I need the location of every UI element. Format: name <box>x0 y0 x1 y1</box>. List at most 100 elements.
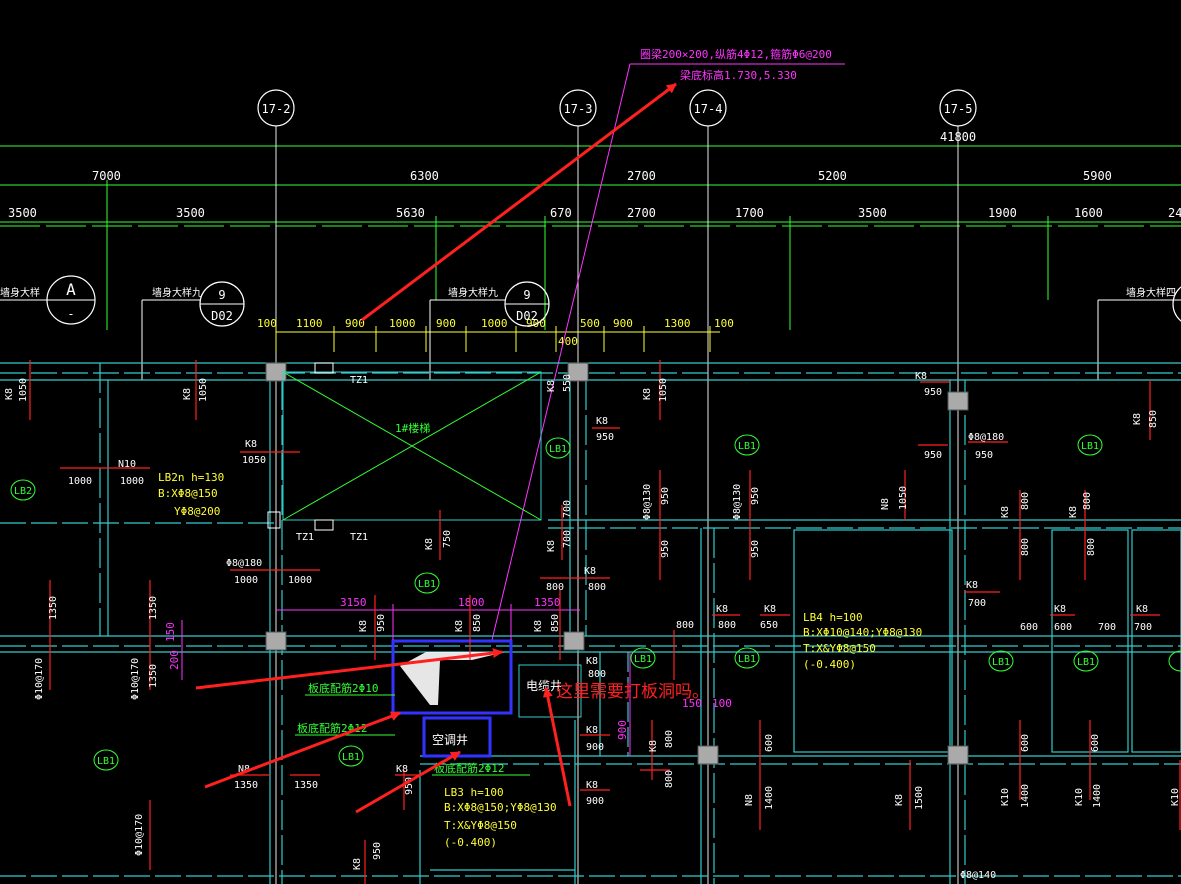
svg-text:K8: K8 <box>1000 506 1011 518</box>
svg-text:LB1: LB1 <box>738 441 756 452</box>
svg-text:850: 850 <box>550 614 561 632</box>
svg-text:1050: 1050 <box>18 378 29 402</box>
svg-text:950: 950 <box>750 487 761 505</box>
walls <box>0 362 1181 884</box>
svg-text:1350: 1350 <box>148 664 159 688</box>
svg-text:1050: 1050 <box>898 486 909 510</box>
svg-text:K8: K8 <box>454 620 465 632</box>
svg-text:950: 950 <box>404 777 415 795</box>
svg-text:6300: 6300 <box>410 169 439 183</box>
svg-text:17-2: 17-2 <box>262 102 291 116</box>
svg-text:K8: K8 <box>245 439 257 450</box>
elec-shaft-label: 电缆井 <box>526 679 562 693</box>
svg-text:D02: D02 <box>211 309 233 323</box>
detail-symbol-a: A - 墙身大样 <box>0 275 96 325</box>
beam-callout-line1: 圈梁200×200,纵筋4Φ12,箍筋Φ6@200 <box>640 47 832 61</box>
svg-text:T:X&YΦ8@150: T:X&YΦ8@150 <box>444 819 517 832</box>
svg-text:T:X&YΦ8@150: T:X&YΦ8@150 <box>803 642 876 655</box>
svg-text:1700: 1700 <box>735 206 764 220</box>
svg-text:950: 950 <box>975 450 993 461</box>
tz1-label-1: TZ1 <box>350 375 368 386</box>
svg-text:LB3 h=100: LB3 h=100 <box>444 786 504 799</box>
dim-total: 41800 <box>940 130 976 144</box>
svg-text:850: 850 <box>472 614 483 632</box>
svg-text:5200: 5200 <box>818 169 847 183</box>
stair-label: 1#楼梯 <box>395 421 430 435</box>
svg-text:800: 800 <box>1020 538 1031 556</box>
svg-text:850: 850 <box>1148 410 1159 428</box>
svg-text:950: 950 <box>372 842 383 860</box>
svg-text:950: 950 <box>660 487 671 505</box>
svg-text:B:XΦ8@150;YΦ8@130: B:XΦ8@150;YΦ8@130 <box>444 801 557 814</box>
ac-shaft-label: 空调井 <box>432 733 468 747</box>
svg-text:800: 800 <box>676 620 694 631</box>
svg-text:600: 600 <box>1020 734 1031 752</box>
svg-text:Φ10@170: Φ10@170 <box>134 814 145 856</box>
svg-text:1600: 1600 <box>1074 206 1103 220</box>
svg-text:600: 600 <box>1090 734 1101 752</box>
svg-text:1000: 1000 <box>481 317 508 330</box>
svg-text:9: 9 <box>218 288 225 302</box>
svg-text:1000: 1000 <box>288 575 312 586</box>
svg-text:3150: 3150 <box>340 596 367 609</box>
svg-text:1400: 1400 <box>764 786 775 810</box>
svg-text:17-3: 17-3 <box>564 102 593 116</box>
question-callout: 这里需要打板洞吗。 <box>556 682 709 702</box>
svg-text:9: 9 <box>523 288 530 302</box>
svg-text:K8: K8 <box>396 764 408 775</box>
svg-text:K8: K8 <box>1132 413 1143 425</box>
svg-text:950: 950 <box>924 387 942 398</box>
svg-text:YΦ8@200: YΦ8@200 <box>174 505 220 518</box>
svg-text:K8: K8 <box>966 580 978 591</box>
svg-text:24: 24 <box>1168 206 1181 220</box>
svg-text:900: 900 <box>586 796 604 807</box>
svg-text:950: 950 <box>596 432 614 443</box>
svg-text:5900: 5900 <box>1083 169 1112 183</box>
svg-text:800: 800 <box>1082 492 1093 510</box>
svg-text:1350: 1350 <box>48 596 59 620</box>
svg-text:17-4: 17-4 <box>694 102 723 116</box>
svg-text:650: 650 <box>760 620 778 631</box>
svg-text:K8: K8 <box>1068 506 1079 518</box>
svg-text:800: 800 <box>718 620 736 631</box>
svg-text:900: 900 <box>345 317 365 330</box>
svg-text:A: A <box>66 280 76 299</box>
svg-text:800: 800 <box>546 582 564 593</box>
svg-text:700: 700 <box>562 500 573 518</box>
board-rebar-labels: 板底配筋2Φ10 板底配筋2Φ12 板底配筋2Φ12 <box>295 681 530 776</box>
svg-text:K8: K8 <box>716 604 728 615</box>
svg-text:K8: K8 <box>894 794 905 806</box>
svg-text:(-0.400): (-0.400) <box>803 658 856 671</box>
beam-callout: 圈梁200×200,纵筋4Φ12,箍筋Φ6@200 梁底标高1.730,5.33… <box>491 47 845 641</box>
svg-text:500: 500 <box>580 317 600 330</box>
svg-text:950: 950 <box>750 540 761 558</box>
svg-text:K8: K8 <box>642 388 653 400</box>
svg-text:2700: 2700 <box>627 169 656 183</box>
svg-text:950: 950 <box>660 540 671 558</box>
svg-text:K8: K8 <box>182 388 193 400</box>
slab-note-lb2n: LB2n h=130 B:XΦ8@150 YΦ8@200 <box>158 471 224 518</box>
svg-text:K8: K8 <box>358 620 369 632</box>
svg-text:LB1: LB1 <box>549 444 567 455</box>
svg-text:17-5: 17-5 <box>944 102 973 116</box>
axis-bubble-17-2: 17-2 <box>257 89 295 127</box>
svg-text:K8: K8 <box>586 725 598 736</box>
slab-tag-texts: LB2 LB1 LB1 LB1 LB1 LB1 LB1 LB1 LB1 LB1 … <box>14 441 1099 767</box>
svg-text:900: 900 <box>616 720 629 740</box>
slab-note-lb3: LB3 h=100 B:XΦ8@150;YΦ8@130 T:X&YΦ8@150 … <box>444 786 557 849</box>
svg-text:B:XΦ10@140;YΦ8@130: B:XΦ10@140;YΦ8@130 <box>803 626 922 639</box>
svg-text:1000: 1000 <box>120 476 144 487</box>
svg-text:LB1: LB1 <box>634 654 652 665</box>
svg-text:1350: 1350 <box>234 780 258 791</box>
stair-area: 1#楼梯 TZ1 TZ1 TZ1 <box>267 362 542 543</box>
rebar-lines <box>29 360 1181 884</box>
svg-text:400: 400 <box>558 335 578 348</box>
svg-text:K8: K8 <box>4 388 15 400</box>
svg-text:LB2n h=130: LB2n h=130 <box>158 471 224 484</box>
svg-text:800: 800 <box>588 582 606 593</box>
svg-text:1800: 1800 <box>458 596 485 609</box>
svg-text:800: 800 <box>664 730 675 748</box>
tz1-label-3: TZ1 <box>350 532 368 543</box>
svg-text:K10: K10 <box>1074 788 1085 806</box>
svg-text:Φ8@180: Φ8@180 <box>226 558 262 569</box>
